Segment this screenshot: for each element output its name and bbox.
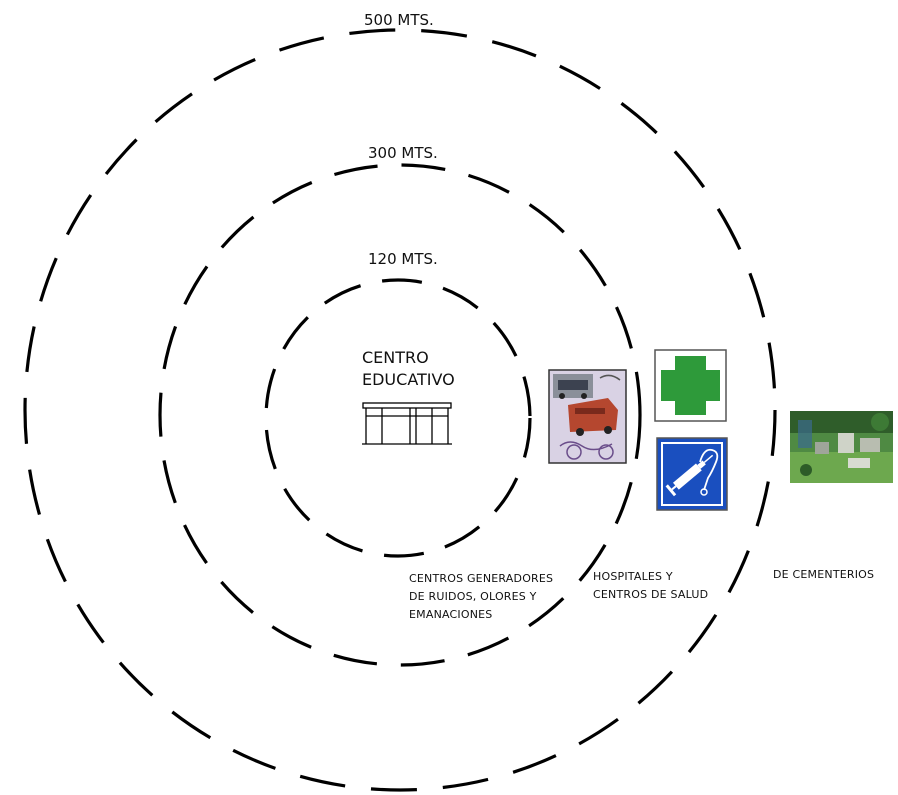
- ring-label-500: 500 MTS.: [364, 11, 434, 29]
- syringe-stethoscope-icon: [656, 437, 728, 511]
- ring-500m: [23, 28, 777, 792]
- school-building-icon: [362, 402, 452, 445]
- green-cross-icon: [654, 349, 727, 422]
- zone-caption-hospitals: HOSPITALES Y CENTROS DE SALUD: [593, 568, 708, 604]
- center-title-line-1: CENTRO: [362, 348, 429, 367]
- caption-line: CENTROS DE SALUD: [593, 588, 709, 601]
- cemetery-photo-icon: [790, 411, 893, 483]
- noise-odor-sources-icon: [548, 369, 627, 464]
- caption-line: CENTROS GENERADORES: [409, 572, 554, 585]
- zone-caption-cemeteries: DE CEMENTERIOS: [773, 566, 874, 584]
- caption-line: DE RUIDOS, OLORES Y: [409, 590, 537, 603]
- zone-caption-noise-sources: CENTROS GENERADORES DE RUIDOS, OLORES Y …: [409, 570, 553, 624]
- ring-label-120: 120 MTS.: [368, 250, 438, 268]
- ring-120m: [264, 278, 532, 558]
- ring-300m: [158, 163, 642, 667]
- caption-line: DE CEMENTERIOS: [773, 568, 875, 581]
- caption-line: HOSPITALES Y: [593, 570, 673, 583]
- center-title-line-2: EDUCATIVO: [362, 370, 455, 389]
- ring-label-300: 300 MTS.: [368, 144, 438, 162]
- center-title: CENTRO EDUCATIVO: [362, 347, 455, 391]
- caption-line: EMANACIONES: [409, 608, 493, 621]
